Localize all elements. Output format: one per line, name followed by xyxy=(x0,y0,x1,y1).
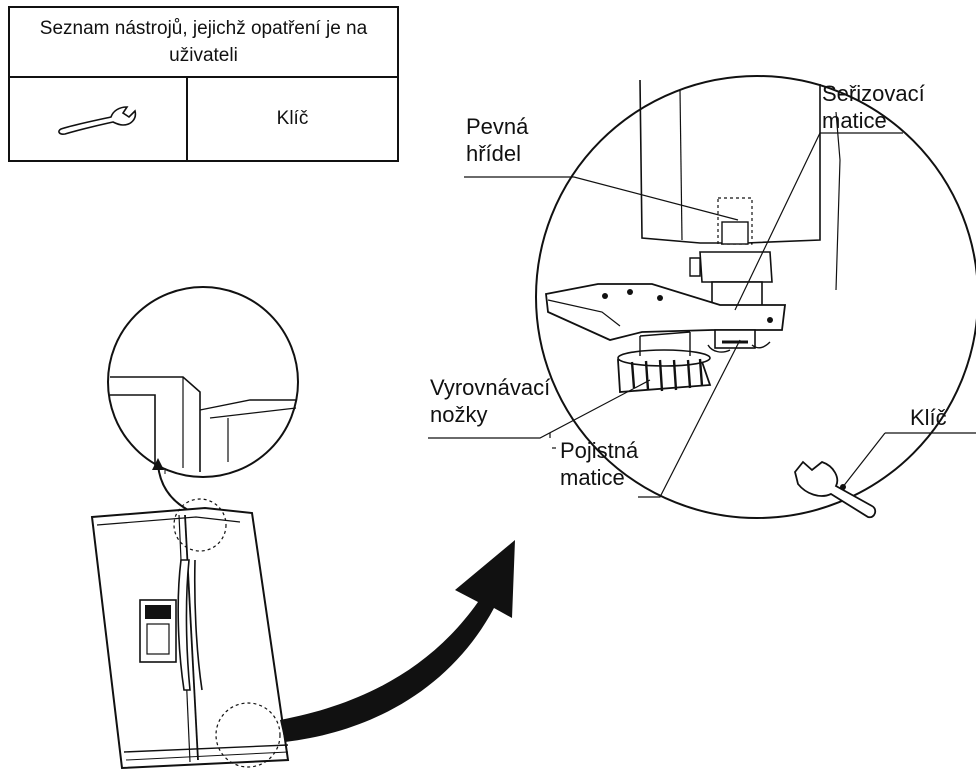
label-pojistna-matice: Pojistná matice xyxy=(560,438,639,490)
tool-name-cell: Klíč xyxy=(276,108,309,129)
top-hinge-detail xyxy=(107,286,299,478)
label-pevna-hridel: Pevná hřídel xyxy=(466,114,529,166)
tool-row: Klíč xyxy=(10,78,397,160)
label-klic: Klíč xyxy=(910,405,947,430)
leveling-leg-detail xyxy=(535,75,976,519)
wrench-icon xyxy=(58,106,137,135)
tool-list-header: Seznam nástrojů, jejichž opatření je na … xyxy=(10,8,397,78)
callout-lines xyxy=(428,132,976,498)
refrigerator xyxy=(90,498,290,770)
label-serizovaci-matice: Seřizovací matice xyxy=(822,81,925,133)
label-vyrovnavaci-nozky: Vyrovnávací nožky xyxy=(430,375,551,427)
tool-list-table: Seznam nástrojů, jejichž opatření je na … xyxy=(8,6,399,162)
tool-icon-cell xyxy=(10,78,188,160)
wrench-illustration xyxy=(794,460,877,519)
zoom-arrow xyxy=(280,540,515,742)
